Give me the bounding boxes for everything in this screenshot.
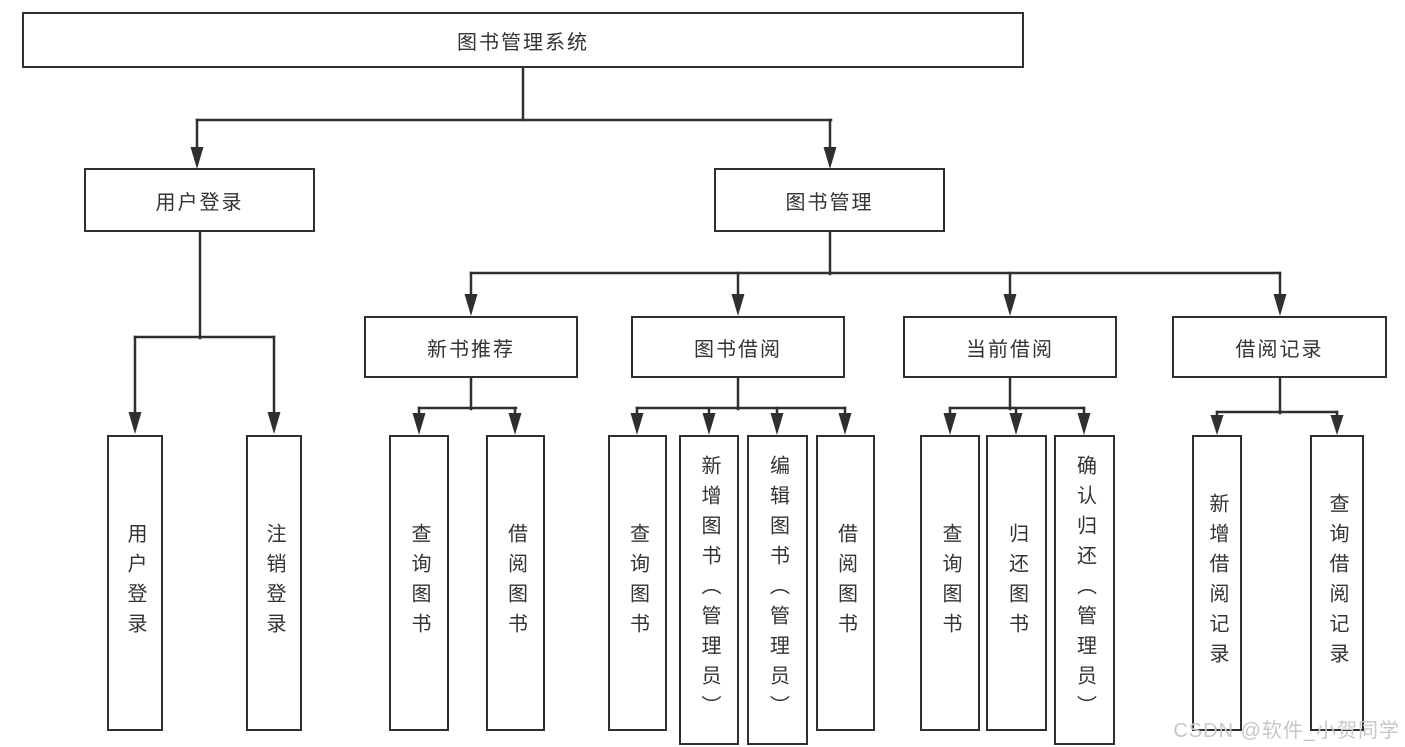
leaf-current-confirm-return-admin-label: 确认归还（管理员） bbox=[1073, 455, 1096, 725]
leaf-recommend-borrow-book: 借阅图书 bbox=[486, 435, 545, 731]
leaf-current-query-book: 查询图书 bbox=[920, 435, 980, 731]
node-current-borrow: 当前借阅 bbox=[903, 316, 1117, 378]
leaf-current-return-book-label: 归还图书 bbox=[1005, 523, 1028, 643]
leaf-borrow-query-book-label: 查询图书 bbox=[626, 523, 649, 643]
node-book-management: 图书管理 bbox=[714, 168, 945, 232]
leaf-logout-login: 注销登录 bbox=[246, 435, 302, 731]
leaf-borrow-query-book: 查询图书 bbox=[608, 435, 667, 731]
node-root-label: 图书管理系统 bbox=[457, 31, 589, 54]
leaf-records-add-record: 新增借阅记录 bbox=[1192, 435, 1242, 731]
node-root: 图书管理系统 bbox=[22, 12, 1024, 68]
leaf-records-query-record: 查询借阅记录 bbox=[1310, 435, 1364, 731]
node-user-login: 用户登录 bbox=[84, 168, 315, 232]
node-book-borrow-label: 图书借阅 bbox=[694, 338, 782, 361]
node-borrow-records-label: 借阅记录 bbox=[1235, 338, 1324, 361]
leaf-recommend-query-book: 查询图书 bbox=[389, 435, 449, 731]
leaf-current-query-book-label: 查询图书 bbox=[939, 523, 961, 643]
node-book-management-label: 图书管理 bbox=[785, 191, 874, 214]
node-current-borrow-label: 当前借阅 bbox=[966, 338, 1054, 361]
leaf-borrow-add-book-admin-label: 新增图书（管理员） bbox=[698, 455, 720, 725]
node-new-book-recommend: 新书推荐 bbox=[364, 316, 578, 378]
leaf-borrow-edit-book-admin: 编辑图书（管理员） bbox=[747, 435, 808, 745]
leaf-borrow-borrow-book: 借阅图书 bbox=[816, 435, 875, 731]
node-user-login-label: 用户登录 bbox=[155, 191, 244, 214]
leaf-logout-login-label: 注销登录 bbox=[263, 523, 285, 643]
node-borrow-records: 借阅记录 bbox=[1172, 316, 1387, 378]
leaf-recommend-borrow-book-label: 借阅图书 bbox=[504, 523, 527, 643]
leaf-borrow-edit-book-admin-label: 编辑图书（管理员） bbox=[766, 455, 789, 725]
leaf-user-login-label: 用户登录 bbox=[124, 523, 146, 643]
leaf-recommend-query-book-label: 查询图书 bbox=[408, 523, 430, 643]
leaf-records-add-record-label: 新增借阅记录 bbox=[1206, 493, 1228, 673]
csdn-watermark: CSDN @软件_小贺同学 bbox=[1173, 720, 1400, 742]
arrowheads bbox=[128, 147, 1344, 435]
leaf-user-login: 用户登录 bbox=[107, 435, 163, 731]
node-book-borrow: 图书借阅 bbox=[631, 316, 845, 378]
leaf-borrow-borrow-book-label: 借阅图书 bbox=[834, 523, 857, 643]
leaf-borrow-add-book-admin: 新增图书（管理员） bbox=[679, 435, 739, 745]
leaf-records-query-record-label: 查询借阅记录 bbox=[1326, 493, 1348, 673]
node-new-book-recommend-label: 新书推荐 bbox=[427, 338, 515, 361]
leaf-current-confirm-return-admin: 确认归还（管理员） bbox=[1054, 435, 1115, 745]
leaf-current-return-book: 归还图书 bbox=[986, 435, 1047, 731]
